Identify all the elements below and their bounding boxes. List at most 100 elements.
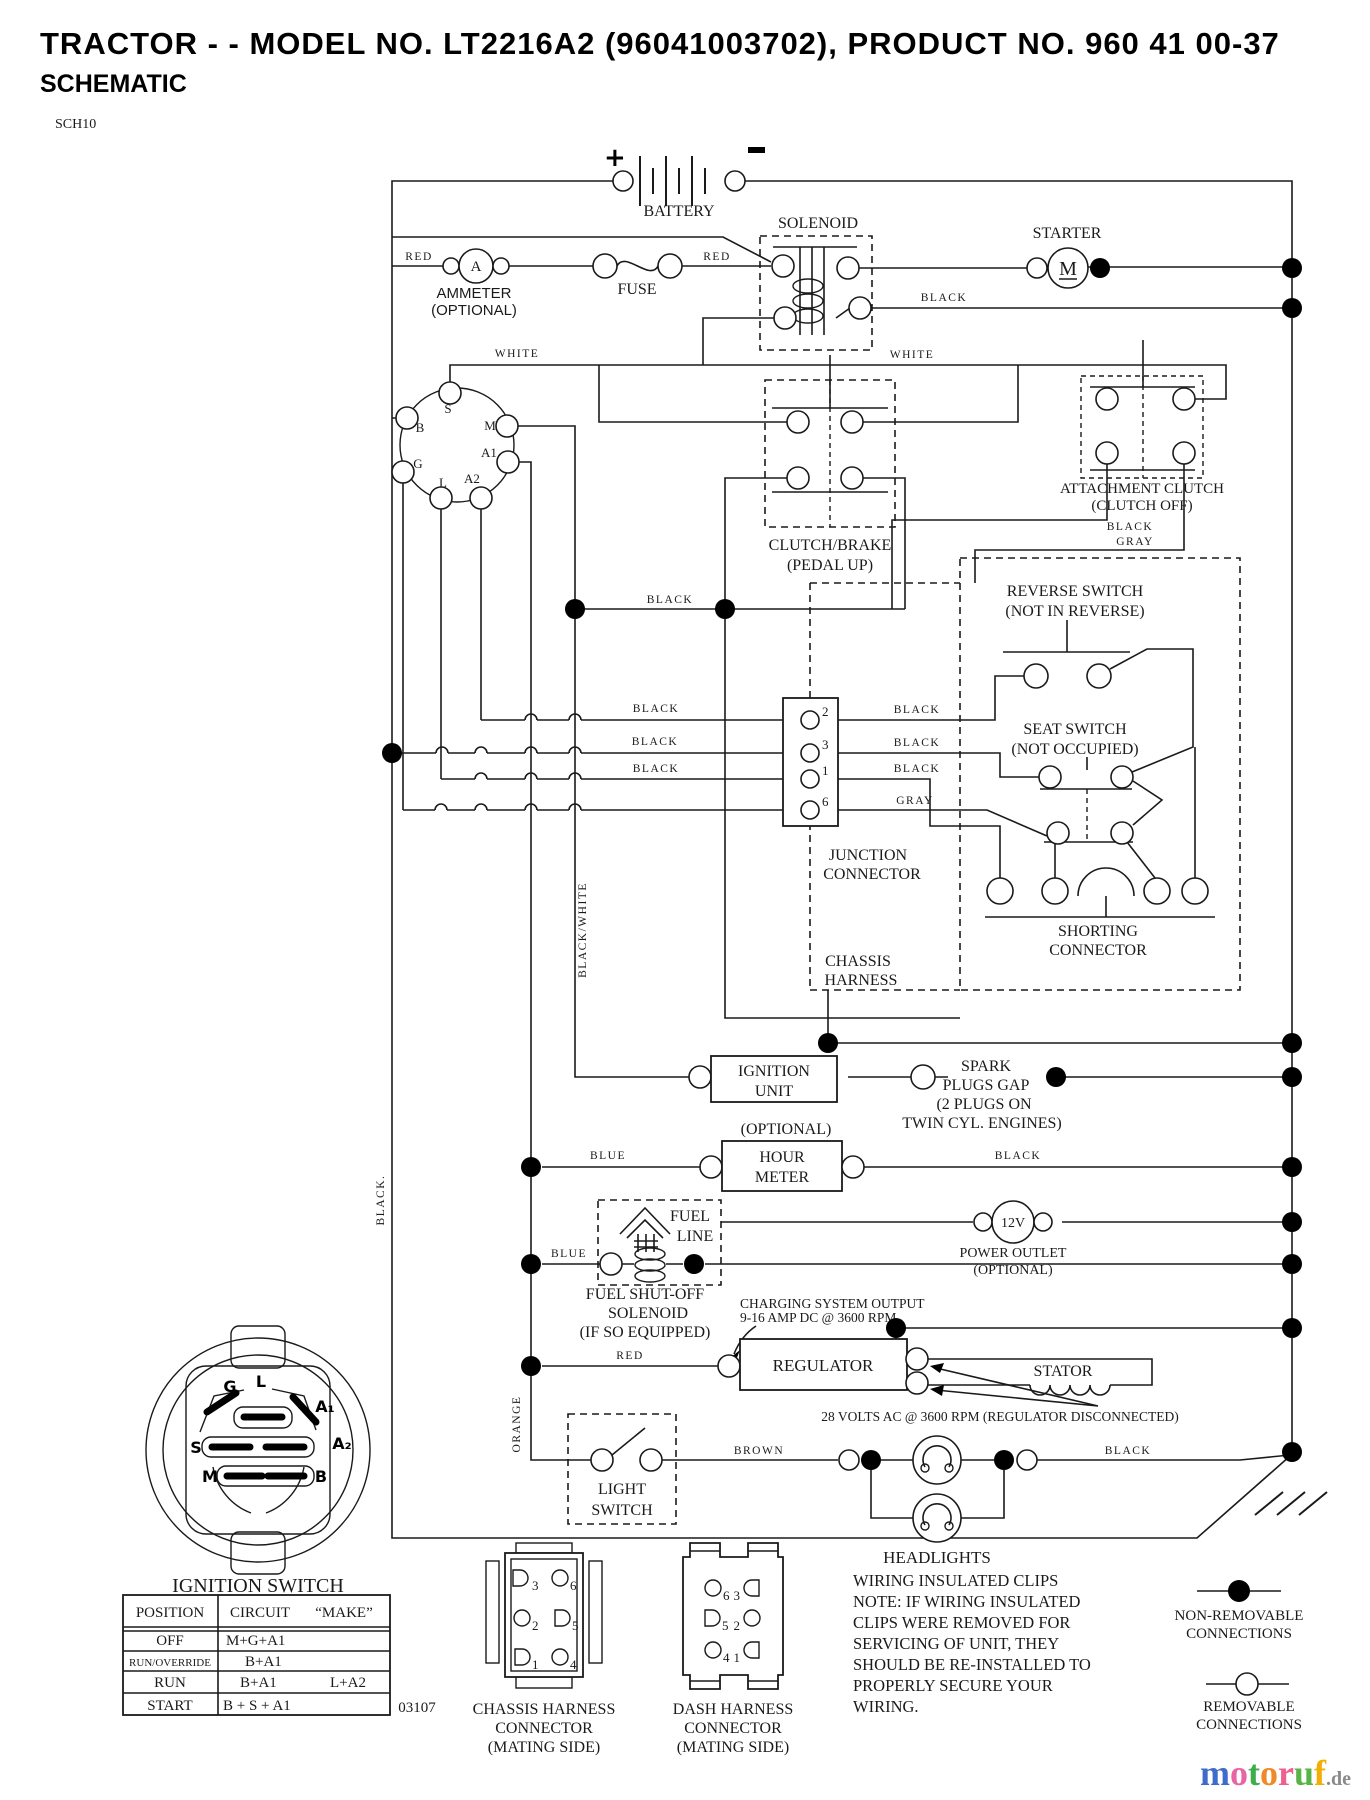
dot-headlight-2	[994, 1450, 1014, 1470]
hour-meter-optional: (OPTIONAL)	[741, 1121, 832, 1138]
light-switch-box	[567, 1413, 677, 1525]
dot-spark-row	[1046, 1067, 1066, 1087]
wire-color-black-row4: BLACK	[633, 763, 679, 775]
wire-battery-solenoid	[392, 236, 772, 263]
fuel-solenoid-label1: FUEL SHUT-OFF	[586, 1286, 705, 1303]
note-line-5: SHOULD BE RE-INSTALLED TO	[853, 1655, 1091, 1674]
wire-white-clutch-right	[863, 365, 1019, 423]
wire-color-black-row3: BLACK	[632, 736, 678, 748]
wire-color-blackwhite-vert: BLACK/WHITE	[577, 882, 589, 978]
logo-letter: t	[1248, 1753, 1260, 1793]
hour-meter: (OPTIONAL) HOUR METER BLUE BLACK	[590, 1121, 1040, 1192]
terminal-b-label: B	[416, 420, 425, 435]
shorting-terminal-1	[986, 877, 1014, 905]
hour-meter-terminal-left	[699, 1155, 723, 1179]
fuel-terminal-left	[599, 1252, 623, 1276]
chassis-pin-d5	[554, 1609, 571, 1627]
face-tab-bottom	[230, 1531, 286, 1575]
shorting-terminal-3	[1143, 877, 1171, 905]
face-channel-s	[201, 1436, 315, 1458]
table-row-runoverride: RUN/OVERRIDE	[129, 1657, 211, 1669]
reverse-terminal-2	[1086, 663, 1112, 689]
fuel-line-box	[597, 1199, 722, 1286]
connection-dots	[382, 258, 1302, 1470]
stator-note-arrows	[935, 1367, 1099, 1407]
chassis-pin-o2	[513, 1609, 531, 1627]
clutch-brake-label1: CLUTCH/BRAKE	[769, 537, 892, 554]
wiring-note: WIRING INSULATED CLIPS NOTE: IF WIRING I…	[853, 1571, 1091, 1716]
note-line-3: CLIPS WERE REMOVED FOR	[853, 1613, 1070, 1632]
dot-reg-top	[886, 1318, 906, 1338]
terminal-g	[391, 460, 415, 484]
ignition-switch-title: IGNITION SWITCH	[172, 1575, 344, 1597]
wire-a1-trunk	[519, 461, 591, 1461]
junction-label1: JUNCTION	[829, 847, 908, 864]
clutch-brake-switch: CLUTCH/BRAKE (PEDAL UP)	[764, 355, 896, 574]
terminal-s	[438, 381, 462, 405]
outlet-terminal-right	[1033, 1212, 1053, 1232]
chassis-conn-label1: CHASSIS HARNESS	[473, 1701, 616, 1718]
solenoid-coil-1	[792, 278, 824, 294]
dash-conn-label2: CONNECTOR	[684, 1720, 782, 1737]
fuel-coil-1	[634, 1247, 666, 1261]
dot-bus-2	[1282, 298, 1302, 318]
wire-color-white-1: WHITE	[495, 348, 540, 360]
dot-bus-1	[1282, 258, 1302, 278]
terminal-g-label: G	[413, 456, 422, 471]
wire-harness-return	[724, 619, 960, 1019]
seat-switch-blade	[1132, 780, 1164, 826]
wire-solenoid-coil	[702, 317, 774, 365]
starter-symbol: M	[1059, 258, 1077, 280]
battery-neg-terminal	[724, 170, 746, 192]
ignition-unit-box	[710, 1055, 838, 1103]
wire-color-gray-pin6: GRAY	[896, 795, 934, 807]
dash-conn-label3: (MATING SIDE)	[677, 1739, 789, 1756]
outlet-terminal-left	[973, 1212, 993, 1232]
junction-pin-6	[800, 800, 820, 820]
logo-suffix: .de	[1326, 1768, 1351, 1790]
table-row-start: START	[147, 1698, 192, 1714]
wire-headlight-row	[662, 1454, 1291, 1461]
shorting-label1: SHORTING	[1058, 923, 1138, 940]
regulator-stator: CHARGING SYSTEM OUTPUT 9-16 AMP DC @ 360…	[616, 1296, 1179, 1424]
clutch-terminal-1	[786, 410, 810, 434]
removable-label1: REMOVABLE	[1203, 1699, 1294, 1715]
wire-color-black-pin2: BLACK	[894, 704, 940, 716]
face-outer-circle	[145, 1337, 371, 1563]
wire-color-black-starter: BLACK	[921, 292, 967, 304]
seat-terminal-3	[1046, 821, 1070, 845]
wire-reg-top	[895, 1327, 1292, 1339]
dash-pin-label-1: 1	[734, 1650, 741, 1665]
battery-minus-sign	[748, 147, 765, 153]
dot-headlight-1	[861, 1450, 881, 1470]
removable-label2: CONNECTIONS	[1196, 1717, 1302, 1733]
fuel-coil-3	[634, 1269, 666, 1283]
wire-color-black-head: BLACK	[1105, 1445, 1151, 1457]
wire-white-row	[449, 364, 1227, 400]
terminal-a1-label: A1	[481, 445, 497, 460]
wire-color-black-attach: BLACK	[1107, 521, 1153, 533]
wire-right-bus	[745, 180, 1293, 1452]
face-label-a1: A₁	[315, 1397, 334, 1416]
dot-fuel-right	[684, 1254, 704, 1274]
wire-attach-black	[891, 464, 1108, 609]
solenoid-blade	[835, 307, 851, 319]
chassis-pin-label-5: 5	[572, 1618, 579, 1633]
fuel-solenoid: FUEL LINE BLUE FUEL SHUT-OFF SOLENOID (I…	[551, 1199, 722, 1341]
terminal-l-label: L	[439, 475, 447, 490]
clutch-brake-bars	[772, 355, 888, 493]
note-line-2: NOTE: IF WIRING INSULATED	[853, 1592, 1081, 1611]
dot-hour	[521, 1157, 541, 1177]
solenoid-terminal-4	[848, 296, 872, 320]
chassis-conn-tab-top	[515, 1542, 573, 1554]
wire-pin2-right	[819, 675, 1025, 721]
logo-letter: f	[1314, 1753, 1327, 1793]
ignition-table: POSITION CIRCUIT “MAKE” OFF M+G+A1 RUN/O…	[122, 1594, 436, 1716]
attachment-bars	[1090, 340, 1195, 471]
wire-color-black-row1: BLACK	[647, 594, 693, 606]
light-switch: LIGHT SWITCH BROWN BLACK	[567, 1413, 1151, 1525]
dot-ground	[1282, 1442, 1302, 1462]
attachment-clutch-box	[1080, 375, 1204, 479]
hops-pin6	[434, 803, 582, 811]
stator-arrowhead-1	[930, 1363, 944, 1373]
